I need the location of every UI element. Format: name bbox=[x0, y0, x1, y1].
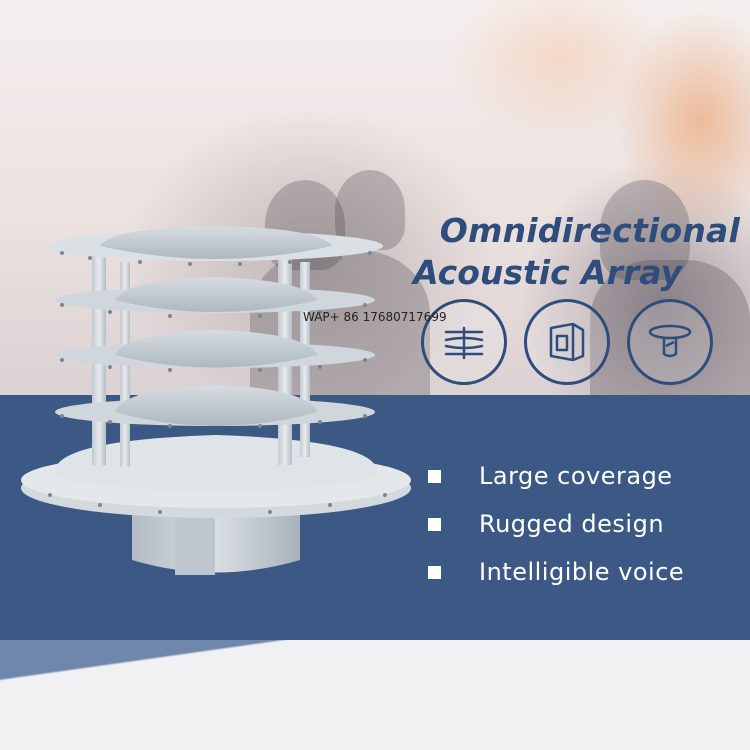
dispersion-waves-icon bbox=[421, 299, 507, 385]
feature-label: Intelligible voice bbox=[479, 558, 685, 586]
bullet-square-icon bbox=[428, 469, 441, 483]
feature-label: Rugged design bbox=[479, 510, 665, 538]
feature-item: Rugged design bbox=[428, 500, 684, 548]
feature-item: Large coverage bbox=[428, 452, 684, 500]
bullet-square-icon bbox=[428, 565, 441, 579]
feature-list: Large coverage Rugged design Intelligibl… bbox=[428, 452, 684, 596]
feature-item: Intelligible voice bbox=[428, 548, 684, 596]
rugged-housing-icon bbox=[524, 299, 610, 385]
bottom-stripe bbox=[0, 640, 750, 750]
bullet-square-icon bbox=[428, 517, 441, 531]
headline-line-1: Omnidirectional bbox=[439, 211, 740, 250]
contact-watermark: WAP+ 86 17680717699 bbox=[303, 310, 447, 324]
headline: Omnidirectional Acoustic Array bbox=[380, 210, 740, 294]
mounting-disc-icon bbox=[627, 299, 713, 385]
headline-line-2: Acoustic Array bbox=[413, 253, 682, 292]
feature-label: Large coverage bbox=[479, 462, 673, 490]
